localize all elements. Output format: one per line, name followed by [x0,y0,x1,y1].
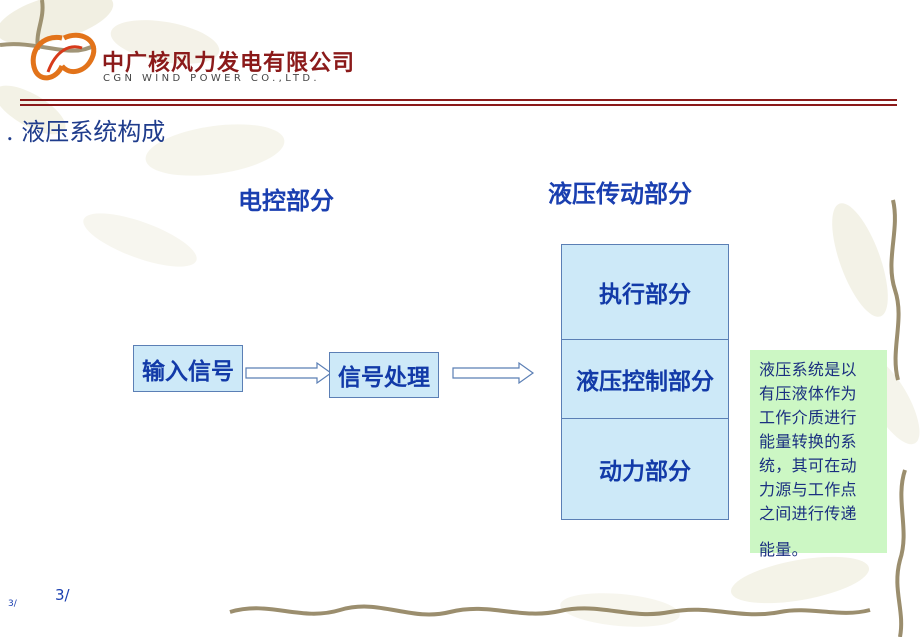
heading-electric-control: 电控部分 [238,187,334,215]
note-line: 统，其可在动 [759,456,857,475]
note-line: 力源与工作点 [759,480,857,499]
note-line: 之间进行传递 [759,504,857,523]
note-line: 工作介质进行 [759,408,857,427]
vine-right-lower [895,469,907,637]
note-line: 有压液体作为 [759,384,857,403]
page-number-small: 3/ [8,599,17,609]
note-line: 能量转换的系 [759,432,857,451]
description-note: 液压系统是以 有压液体作为 工作介质进行 能量转换的系 统，其可在动 力源与工作… [750,350,887,559]
note-line-tail: 能量。 [759,540,808,559]
vine-bottom [229,604,871,617]
page-number: 3/ [55,586,70,604]
company-name-en: CGN WIND POWER CO.,LTD. [103,73,321,84]
execution-section: 执行部分 [599,282,691,308]
slide-title: . 液压系统构成 [6,118,166,146]
cgn-logo-mark [30,32,97,81]
leaf-decoration-top-left [0,0,285,267]
note-line: 液压系统是以 [759,360,857,379]
arrow-input-to-process [245,361,333,385]
hydraulic-control-section: 液压控制部分 [562,339,728,419]
hydraulic-components-stack: 执行部分 液压控制部分 动力部分 [561,244,729,520]
vine-right [889,199,901,381]
arrow-process-to-hydraulic [452,361,535,385]
heading-hydraulic-transmission: 液压传动部分 [548,180,692,208]
input-signal-box: 输入信号 [133,345,243,392]
power-section: 动力部分 [599,459,691,485]
company-name-cn: 中广核风力发电有限公司 [102,51,356,76]
signal-processing-box: 信号处理 [329,352,439,398]
